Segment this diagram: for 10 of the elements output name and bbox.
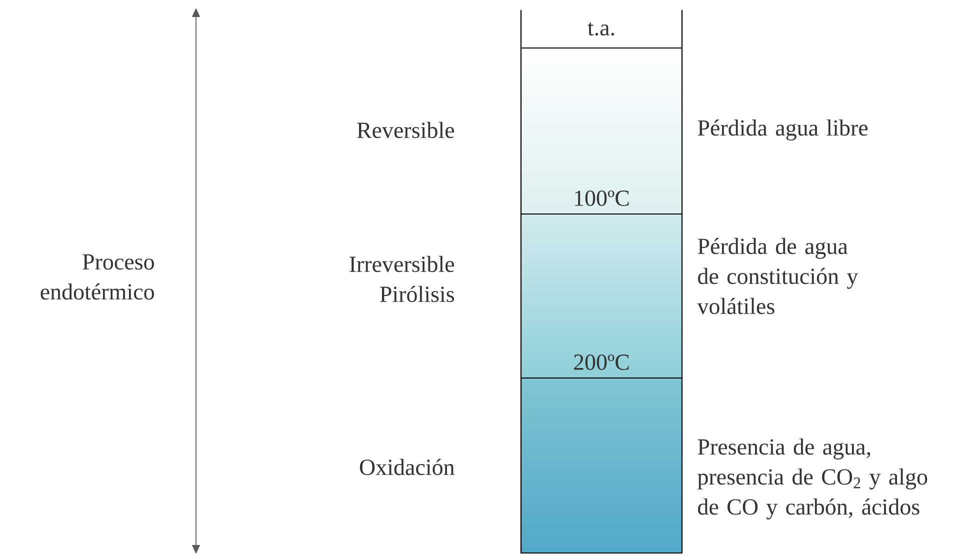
text-label: Reversible	[357, 122, 454, 138]
text-label: Pérdida de agua de constitución y volátiles	[697, 238, 858, 314]
column-section	[520, 377, 683, 554]
column-section: t.a.	[520, 9, 683, 49]
text-label: Irreversible Pirólisis	[350, 256, 454, 302]
text-label: Presencia de agua, presencia de CO$_{2}$ y algo de CO y carbón, ácidos	[698, 438, 928, 520]
text-label: Proceso endotérmico	[40, 254, 154, 300]
text-label: Oxidación	[360, 458, 454, 476]
column-section: 200ºC	[520, 213, 683, 379]
column-section: 100ºC	[520, 47, 683, 215]
